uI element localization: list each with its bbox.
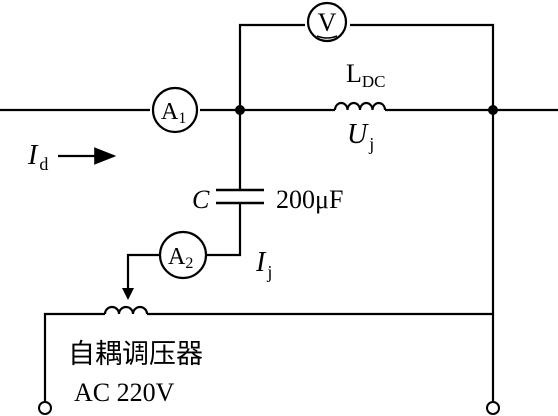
inductor-subscript: DC xyxy=(362,72,386,91)
branch-current-subscript: j xyxy=(266,262,272,282)
inductor-label: LDC xyxy=(346,59,386,91)
ac-terminal-right xyxy=(486,401,500,415)
ac-terminal-left xyxy=(38,401,52,415)
capacitor-letter: C xyxy=(192,185,210,214)
inductor-voltage-subscript: j xyxy=(368,134,374,154)
branch-current-letter: I xyxy=(255,247,267,278)
ammeter-a2-letter: A xyxy=(168,244,186,270)
voltmeter-underline xyxy=(316,35,338,39)
ammeter-a1-circle xyxy=(151,86,199,134)
ammeter-a1-label: A1 xyxy=(161,99,186,127)
inductor-letter: L xyxy=(346,59,362,88)
inductor-voltage-letter: U xyxy=(347,119,369,150)
dc-current-subscript: d xyxy=(39,154,48,174)
autotransformer-rating: AC 220V xyxy=(74,378,175,407)
ammeter-a2: A2 xyxy=(158,230,208,280)
dc-current-letter: I xyxy=(27,140,39,171)
ammeter-a2-subscript: 2 xyxy=(185,255,193,272)
voltmeter-wire-right xyxy=(350,23,495,110)
ammeter-a1-subscript: 1 xyxy=(178,110,186,127)
cap-wire-bottom xyxy=(207,203,242,257)
wiper-arrow xyxy=(122,288,134,300)
ammeter-a2-label: A2 xyxy=(168,244,193,272)
ammeter-a1: A1 xyxy=(151,86,199,134)
inductor-coil xyxy=(333,101,387,111)
voltmeter: V xyxy=(306,1,348,43)
autotransformer-name: 自耦调压器 xyxy=(68,339,203,370)
voltmeter-circle xyxy=(306,1,348,43)
ammeter-a1-letter: A xyxy=(161,99,179,125)
autotransformer-left-wire xyxy=(43,312,105,402)
autotransformer-coil xyxy=(103,305,149,315)
voltmeter-symbol: V xyxy=(318,8,337,37)
wiper-wire xyxy=(126,253,160,290)
voltmeter-wire-left xyxy=(238,23,305,110)
capacitor-value: 200μF xyxy=(276,185,343,214)
